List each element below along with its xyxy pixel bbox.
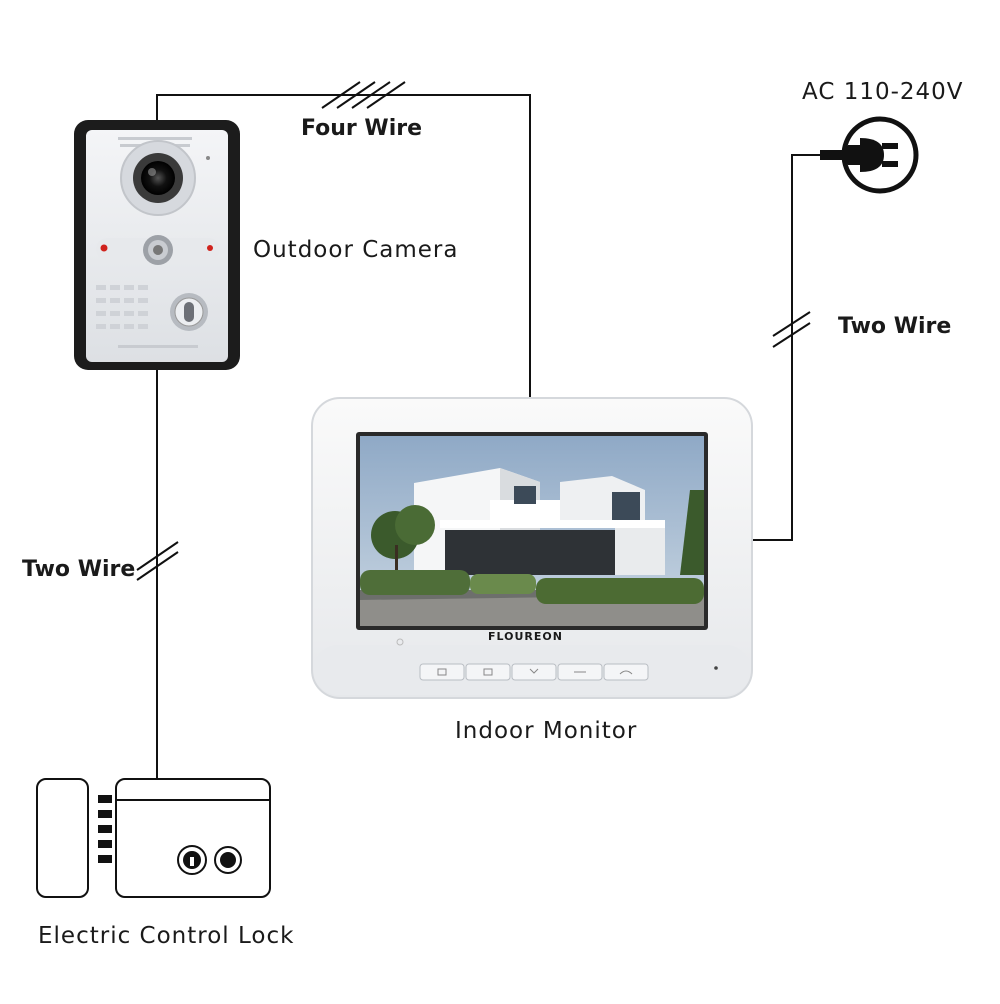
brand-logo: FLOUREON (488, 630, 563, 643)
power-plug-icon (820, 116, 919, 194)
two-wire-left-label: Two Wire (22, 557, 136, 582)
monitor-button (465, 663, 511, 681)
monitor-screen (360, 436, 704, 626)
four-wire-line (156, 94, 531, 398)
outdoor-camera (74, 120, 240, 370)
monitor-buttons (419, 663, 649, 681)
monitor-button (419, 663, 465, 681)
ac-power-label: AC 110-240V (802, 79, 964, 105)
indoor-monitor-label: Indoor Monitor (455, 718, 638, 744)
monitor-button (511, 663, 557, 681)
lock-strike-plate (36, 778, 89, 898)
two-wire-power-line (753, 154, 820, 541)
wire-break-icon (136, 541, 179, 581)
monitor-button (603, 663, 649, 681)
wire-break-icon (772, 311, 811, 348)
two-wire-right-label: Two Wire (838, 314, 952, 339)
outdoor-camera-label: Outdoor Camera (253, 237, 459, 263)
four-wire-label: Four Wire (301, 116, 422, 141)
lock-body (115, 778, 271, 898)
keypad (96, 285, 148, 329)
indoor-monitor (311, 397, 753, 699)
wires (156, 94, 820, 780)
electric-lock (36, 778, 271, 898)
wire-break-icon (321, 81, 406, 109)
electric-lock-label: Electric Control Lock (38, 923, 295, 949)
